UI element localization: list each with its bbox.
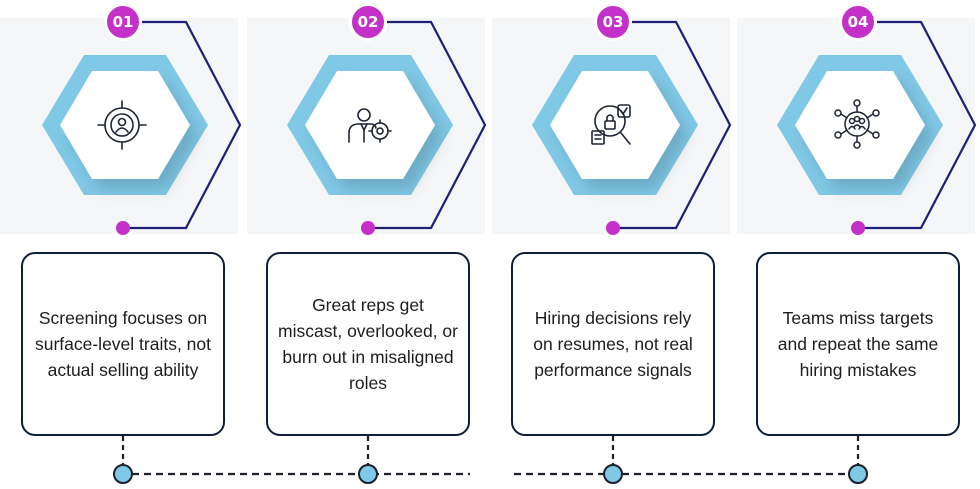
step-2-hexagon-inner [305, 71, 435, 179]
step-4-hexagon-inner [795, 71, 925, 179]
businessman-gear-icon [348, 108, 392, 143]
step-2-description: Great reps get miscast, overlooked, or b… [278, 294, 458, 394]
step-3-chevron-outline [613, 20, 732, 230]
step-3-card: Hiring decisions rely on resumes, not re… [511, 252, 715, 436]
timeline-node-1 [113, 464, 133, 484]
step-1-card: Screening focuses on surface-level trait… [21, 252, 225, 436]
timeline [113, 436, 868, 484]
step-1-description: Screening focuses on surface-level trait… [34, 307, 212, 381]
step-4-description: Teams miss targets and repeat the same h… [777, 307, 939, 381]
step-1-graphic [42, 20, 242, 235]
target-user-icon [97, 100, 147, 150]
step-1-chevron-outline [123, 20, 242, 230]
step-2-graphic [287, 20, 487, 235]
timeline-node-4 [848, 464, 868, 484]
step-3-number-badge: 03 [594, 3, 632, 41]
step-2-number-badge: 02 [349, 3, 387, 41]
step-3-magenta-dot [606, 221, 620, 235]
step-4-number-badge: 04 [839, 3, 877, 41]
step-4-card: Teams miss targets and repeat the same h… [756, 252, 960, 436]
step-3-description: Hiring decisions rely on resumes, not re… [533, 307, 693, 381]
step-2-chevron-outline [368, 20, 487, 230]
step-1-magenta-dot [116, 221, 130, 235]
step-2-card: Great reps get miscast, overlooked, or b… [266, 252, 470, 436]
timeline-node-2 [358, 464, 378, 484]
step-4-magenta-dot [851, 221, 865, 235]
step-4-chevron-outline [858, 20, 977, 230]
team-network-icon [834, 99, 880, 149]
step-4-graphic [777, 20, 977, 235]
security-search-document-icon [591, 104, 631, 145]
timeline-node-3 [603, 464, 623, 484]
step-3-graphic [532, 20, 732, 235]
step-1-number-badge: 01 [104, 3, 142, 41]
step-2-magenta-dot [361, 221, 375, 235]
